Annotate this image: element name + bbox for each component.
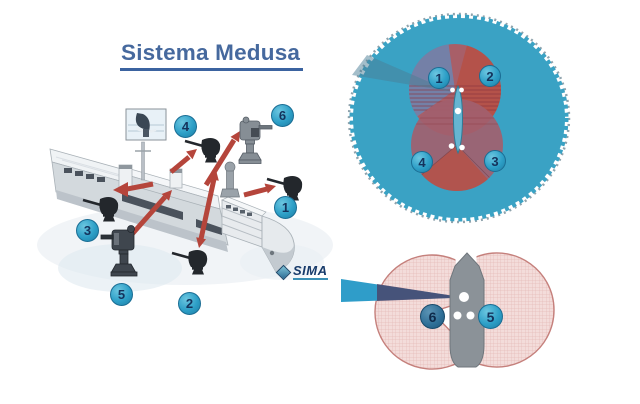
starboard-coverage-circle <box>476 252 555 368</box>
station-badge-6: 6 <box>271 104 294 127</box>
arc-badge-3: 3 <box>484 150 506 172</box>
bottom-coverage-diagram <box>341 252 555 370</box>
fire-arc-arrows <box>113 131 276 248</box>
radar-beam-overlap <box>377 284 464 301</box>
station-badge-2: 2 <box>178 292 201 315</box>
mast <box>135 141 151 181</box>
arc-badge-4: 4 <box>411 151 433 173</box>
arc-badge-1: 1 <box>428 67 450 89</box>
pedestal-gun-icon-5 <box>100 225 138 277</box>
radar-inset-photo <box>125 108 167 141</box>
serrated-edge-shadow <box>347 12 571 224</box>
stern-red-sector <box>421 145 488 192</box>
bow-waterline <box>262 245 295 272</box>
sima-diamond-icon <box>275 264 292 280</box>
arrow-port <box>113 181 154 197</box>
top-coverage-diagram <box>347 12 571 224</box>
funnel-towers <box>118 164 183 189</box>
station-badge-1: 1 <box>274 196 297 219</box>
ship-plan-silhouette-top <box>453 84 463 155</box>
bridge-deck-lines <box>221 207 263 240</box>
gun-position-dots-top <box>448 87 465 151</box>
station-badge-5: 5 <box>110 283 133 306</box>
hawse-detail <box>269 250 275 256</box>
arrow-double-to-gun2 <box>196 170 219 248</box>
radar-beam-top <box>352 55 451 92</box>
radar-antenna-icon <box>135 113 150 131</box>
ship-sensor-pedestal <box>220 161 240 198</box>
serrated-edge <box>349 14 569 222</box>
station-badge-4: 4 <box>174 115 197 138</box>
pedestal-gun-icon-6 <box>238 116 273 164</box>
ship-illustration <box>37 108 333 292</box>
ship-plan-silhouette-bottom <box>449 252 485 368</box>
arc-badge-5: 5 <box>478 304 503 329</box>
arrow-to-gun4 <box>169 149 197 174</box>
arrow-to-gun1 <box>243 183 276 198</box>
arc-badge-6: 6 <box>420 304 445 329</box>
page-title: Sistema Medusa <box>120 40 304 71</box>
arc-badge-2: 2 <box>479 65 501 87</box>
gun-position-dots-bottom <box>453 292 475 320</box>
sima-logo: SIMA <box>275 263 328 280</box>
sima-logo-text: SIMA <box>293 263 328 280</box>
station-badge-3: 3 <box>76 219 99 242</box>
bridge-windows <box>226 205 252 216</box>
